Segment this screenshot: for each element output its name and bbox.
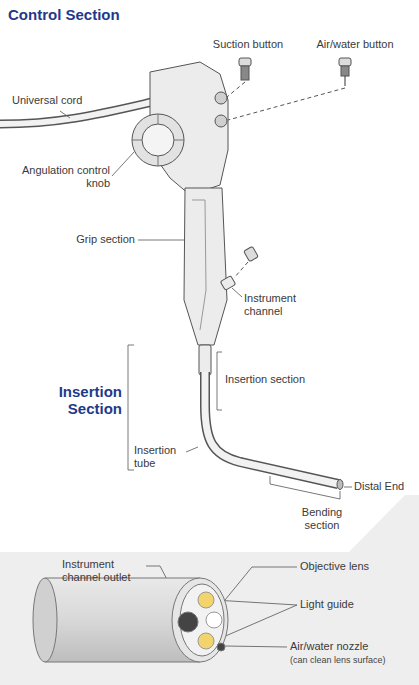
part-label: Air/water button [295,38,415,51]
part-label: Light guide [300,598,410,611]
part-label: Insertion tube [134,444,186,470]
part-label: Grip section [45,233,135,246]
part-label: Objective lens [300,560,410,573]
part-label: Bending section [286,506,358,532]
part-label: Suction button [193,38,303,51]
part-label: Instrument channel outlet [62,558,144,584]
part-label: Distal End [354,480,416,493]
part-label: Universal cord [12,94,122,107]
part-label: Air/water nozzle [290,640,415,653]
note-label: (can clean lens surface) [290,655,415,666]
control-body [132,62,236,375]
distal-end-cylinder [33,578,228,662]
inset-panel [0,495,419,685]
part-label: Angulation control knob [8,164,110,190]
section-heading: Insertion Section [22,383,122,418]
part-label: Insertion section [225,373,335,386]
detached-buttons [227,58,351,278]
section-heading: Control Section [8,6,178,23]
part-label: Instrument channel [244,292,316,318]
insertion-tube [205,372,343,490]
